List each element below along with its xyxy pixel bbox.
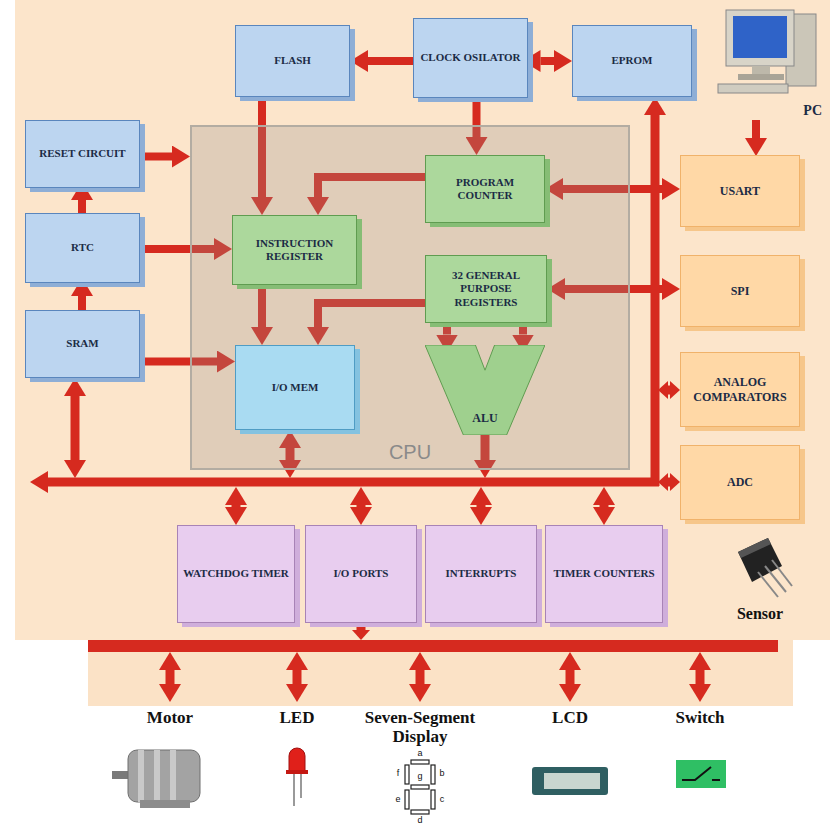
- adc-bus-arrow: [668, 478, 670, 487]
- region-title: CPU: [389, 440, 431, 464]
- switch-picture: [676, 760, 726, 788]
- alu-shape: [425, 345, 545, 435]
- computer-node: PC: [712, 2, 824, 120]
- sensor-label: Sensor: [720, 604, 800, 623]
- clock-box: RTC: [25, 213, 140, 283]
- alu-block: ALU: [425, 345, 545, 435]
- box-label: SRAM: [66, 337, 98, 350]
- sram-bus-arrow: [71, 396, 80, 460]
- computer-part: [726, 10, 794, 66]
- computer-part: [738, 74, 784, 80]
- box-label: ANALOG COMPARATORS: [685, 375, 795, 404]
- board-panel: [15, 0, 830, 640]
- box-label: SPI: [731, 284, 750, 298]
- peripheral-box: WATCHDOG TIMER: [177, 525, 295, 623]
- box-label: CLOCK OSILATOR: [420, 51, 520, 64]
- watchdog-bus-arrow: [232, 505, 241, 507]
- seven-segment-picture: [405, 760, 435, 814]
- peripheral-box: SPI: [680, 255, 800, 327]
- segment-letter: g: [415, 772, 425, 781]
- box-label: PC: [803, 103, 822, 120]
- box-label: RESET CIRCUIT: [39, 147, 125, 160]
- computer-icon: [712, 2, 824, 98]
- segment-letter: b: [437, 769, 447, 778]
- box-label: EPROM: [612, 54, 653, 67]
- computer-part: [733, 16, 787, 58]
- box-label: ADC: [727, 475, 753, 489]
- peripheral-box: I/O PORTS: [305, 525, 417, 623]
- register-box: PROGRAM COUNTER: [425, 155, 545, 223]
- register-box: INSTRUCTION REGISTER: [232, 215, 357, 285]
- box-label: PROGRAM COUNTER: [430, 176, 540, 202]
- bus-lines: [48, 115, 700, 684]
- output-bus: [88, 640, 778, 652]
- box-label: RTC: [71, 241, 94, 254]
- comparator-bus-arrow: [668, 386, 670, 395]
- memory-box: SRAM: [25, 310, 140, 378]
- sensor-picture: [738, 538, 792, 597]
- interrupts-bus-arrow: [477, 505, 486, 507]
- led-arrow: [293, 670, 302, 684]
- lcd-picture: [532, 767, 608, 795]
- box-label: INTERRUPTS: [446, 567, 517, 580]
- bus-arrow: [541, 57, 555, 65]
- device-strip: [88, 640, 793, 706]
- peripheral-box: ADC: [680, 445, 800, 520]
- bus-arrow: [368, 57, 413, 65]
- main-bus: [48, 478, 659, 487]
- segment-letter: f: [393, 769, 403, 778]
- segment-letter: c: [437, 795, 447, 804]
- segment-letter: e: [393, 795, 403, 804]
- peripheral-box: INTERRUPTS: [425, 525, 537, 623]
- box-label: I/O MEM: [272, 381, 319, 394]
- bus-arrow: [78, 296, 86, 310]
- computer-part: [752, 66, 770, 75]
- device-label: LED: [267, 708, 327, 727]
- circuit-box: RESET CIRCUIT: [25, 120, 140, 188]
- peripheral-box: ANALOG COMPARATORS: [680, 352, 800, 427]
- computer-part: [718, 84, 788, 93]
- register-box: 32 GENERAL PURPOSE REGISTERS: [425, 255, 547, 323]
- box-label: TIMER COUNTERS: [553, 567, 654, 580]
- motor-arrow: [166, 670, 175, 684]
- segment-letter: d: [415, 816, 425, 825]
- display-arrow: [416, 670, 425, 684]
- device-label: Motor: [125, 708, 215, 727]
- box-label: INSTRUCTION REGISTER: [237, 237, 352, 263]
- memory-box: EPROM: [572, 25, 692, 97]
- segment-letter: a: [415, 749, 425, 758]
- device-label: Switch: [660, 708, 740, 727]
- memory-box: I/O MEM: [235, 345, 355, 430]
- lcd-arrow: [566, 670, 575, 684]
- box-label: I/O PORTS: [334, 567, 389, 580]
- peripheral-box: TIMER COUNTERS: [545, 525, 663, 623]
- box-label: 32 GENERAL PURPOSE REGISTERS: [430, 269, 542, 309]
- device-label: LCD: [540, 708, 600, 727]
- box-label: ALU: [472, 411, 497, 425]
- bus-arrow: [752, 120, 760, 138]
- ports-output-arrow: [357, 623, 366, 630]
- bus-arrow: [78, 200, 86, 213]
- eprom-bus: [651, 115, 660, 486]
- box-label: USART: [720, 184, 760, 198]
- cpu-region: CPU PROGRAM COUNTER INSTRUCTION REGISTER 32…: [190, 125, 630, 470]
- ports-bus-arrow: [357, 505, 366, 507]
- motor-picture: [112, 750, 200, 808]
- timer-bus-arrow: [600, 505, 609, 507]
- memory-box: FLASH: [235, 25, 350, 97]
- bus-arrow: [140, 153, 172, 161]
- box-label: FLASH: [274, 54, 311, 67]
- peripheral-box: USART: [680, 155, 800, 227]
- switch-arrow: [696, 670, 705, 684]
- clock-box: CLOCK OSILATOR: [413, 18, 528, 98]
- led-picture: [286, 748, 308, 806]
- box-label: WATCHDOG TIMER: [183, 567, 289, 580]
- device-label: Seven-Segment Display: [345, 708, 495, 746]
